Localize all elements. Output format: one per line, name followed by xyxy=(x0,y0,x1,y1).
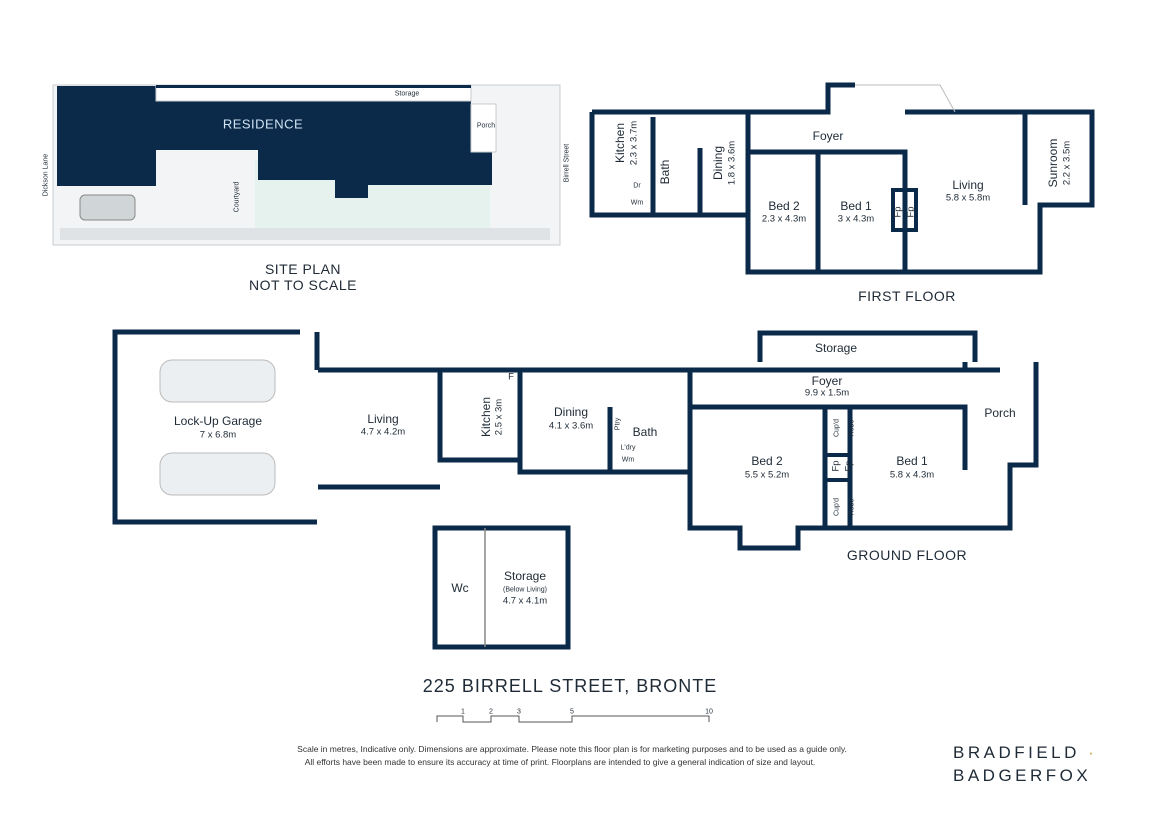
first-floor-plan xyxy=(589,82,1095,275)
site-plan-title: SITE PLAN xyxy=(264,261,342,277)
gf-bed1-dim: 5.8 x 4.3m xyxy=(889,469,935,481)
ff-foyer-label: Foyer xyxy=(812,129,844,143)
gf-living-dim: 4.7 x 4.2m xyxy=(360,426,406,438)
scale-tick-label: 5 xyxy=(570,708,574,716)
lower-storage-dim: 4.7 x 4.1m xyxy=(502,595,548,607)
logo-line-1: BRADFIELD xyxy=(953,743,1080,762)
gf-kitchen-label: Kitchen xyxy=(479,396,493,438)
lower-storage-note: (Below Living) xyxy=(503,586,547,594)
ff-sunroom-dim: 2.2 x 3.5m xyxy=(1061,140,1073,186)
disclaimer-line-2: All efforts have been made to ensure its… xyxy=(304,756,816,767)
gf-cupboard-label: Cup'd xyxy=(833,418,841,438)
site-storage-label: Storage xyxy=(394,90,420,98)
gf-pantry-label: Ptry xyxy=(614,417,622,431)
residence-label: RESIDENCE xyxy=(222,116,304,132)
ff-dryer-label: Dr xyxy=(633,182,641,190)
scale-tick-label: 10 xyxy=(705,708,713,716)
site-plan-subtitle: NOT TO SCALE xyxy=(249,277,357,293)
ff-living-dim: 5.8 x 5.8m xyxy=(945,192,991,204)
scale-tick-label: 3 xyxy=(517,708,521,716)
gf-bed2-dim: 5.5 x 5.2m xyxy=(744,469,790,481)
residence-footprint xyxy=(57,86,492,198)
ff-bath-label: Bath xyxy=(658,159,672,185)
ff-living-label: Living xyxy=(952,178,984,192)
ff-kitchen-dim: 2.3 x 3.7m xyxy=(628,120,640,166)
ff-bed1-label: Bed 1 xyxy=(840,199,872,213)
gf-living-label: Living xyxy=(367,412,399,426)
gf-dining-dim: 4.1 x 3.6m xyxy=(548,420,594,432)
ff-fireplace-label: Fp xyxy=(905,206,917,218)
ff-dining-label: Dining xyxy=(711,145,725,181)
ff-fireplace-label: Fp xyxy=(892,206,904,218)
gf-foyer-label: Foyer xyxy=(811,374,843,388)
ff-bed2-label: Bed 2 xyxy=(768,199,800,213)
gf-bath-label: Bath xyxy=(632,425,658,439)
gf-fireplace-label: Fp xyxy=(843,460,855,472)
gf-storage-label: Storage xyxy=(814,341,858,355)
property-address: 225 BIRRELL STREET, BRONTE xyxy=(422,676,718,696)
scale-tick-label: 2 xyxy=(489,708,493,716)
gf-cupboard-label: Cup'd xyxy=(833,497,841,517)
ff-bed2-dim: 2.3 x 4.3m xyxy=(761,213,807,225)
ground-floor-title: GROUND FLOOR xyxy=(846,547,968,563)
gf-robe-label: Robe xyxy=(848,419,856,437)
birrell-street-label: Birrell Street xyxy=(563,143,571,183)
gf-porch-label: Porch xyxy=(984,406,1016,420)
wc-label: Wc xyxy=(451,581,469,595)
gf-foyer-dim: 9.9 x 1.5m xyxy=(804,387,850,399)
brand-logo: BRADFIELD · BADGERFOX xyxy=(953,743,1097,786)
gf-bed1-label: Bed 1 xyxy=(896,454,928,468)
ff-dining-dim: 1.8 x 3.6m xyxy=(726,140,738,186)
ff-wm-label: Wm xyxy=(630,199,644,207)
site-plan xyxy=(52,84,561,246)
gf-wm-label: Wm xyxy=(621,456,635,464)
logo-dot: · xyxy=(1088,743,1098,762)
scale-tick-label: 1 xyxy=(461,708,465,716)
gf-laundry-label: L'dry xyxy=(620,444,636,452)
gf-bed2-label: Bed 2 xyxy=(751,454,783,468)
gf-garage-label: Lock-Up Garage xyxy=(173,414,263,428)
gf-fireplace-label: Fp xyxy=(830,460,842,472)
gf-fridge-label: F xyxy=(508,371,514,383)
gf-robe-label: Robe xyxy=(848,498,856,516)
car-icon xyxy=(159,452,276,496)
gf-garage-dim: 7 x 6.8m xyxy=(199,429,237,441)
dickson-lane-label: Dickson Lane xyxy=(42,153,50,197)
first-floor-title: FIRST FLOOR xyxy=(858,288,956,304)
site-porch-label: Porch xyxy=(476,122,496,130)
ff-kitchen-label: Kitchen xyxy=(613,122,627,164)
gf-dining-label: Dining xyxy=(553,405,589,419)
lower-storage-label: Storage xyxy=(503,569,547,583)
disclaimer-line-1: Scale in metres, Indicative only. Dimens… xyxy=(297,743,847,754)
scale-bar xyxy=(436,715,710,723)
ff-sunroom-label: Sunroom xyxy=(1046,138,1060,188)
courtyard-label: Courtyard xyxy=(233,181,241,213)
logo-line-2: BADGERFOX xyxy=(953,766,1092,785)
ff-bed1-dim: 3 x 4.3m xyxy=(837,213,875,225)
car-icon xyxy=(79,194,136,221)
ground-floor-plan xyxy=(112,329,1039,650)
car-icon xyxy=(159,359,276,403)
gf-kitchen-dim: 2.5 x 3m xyxy=(493,398,505,436)
